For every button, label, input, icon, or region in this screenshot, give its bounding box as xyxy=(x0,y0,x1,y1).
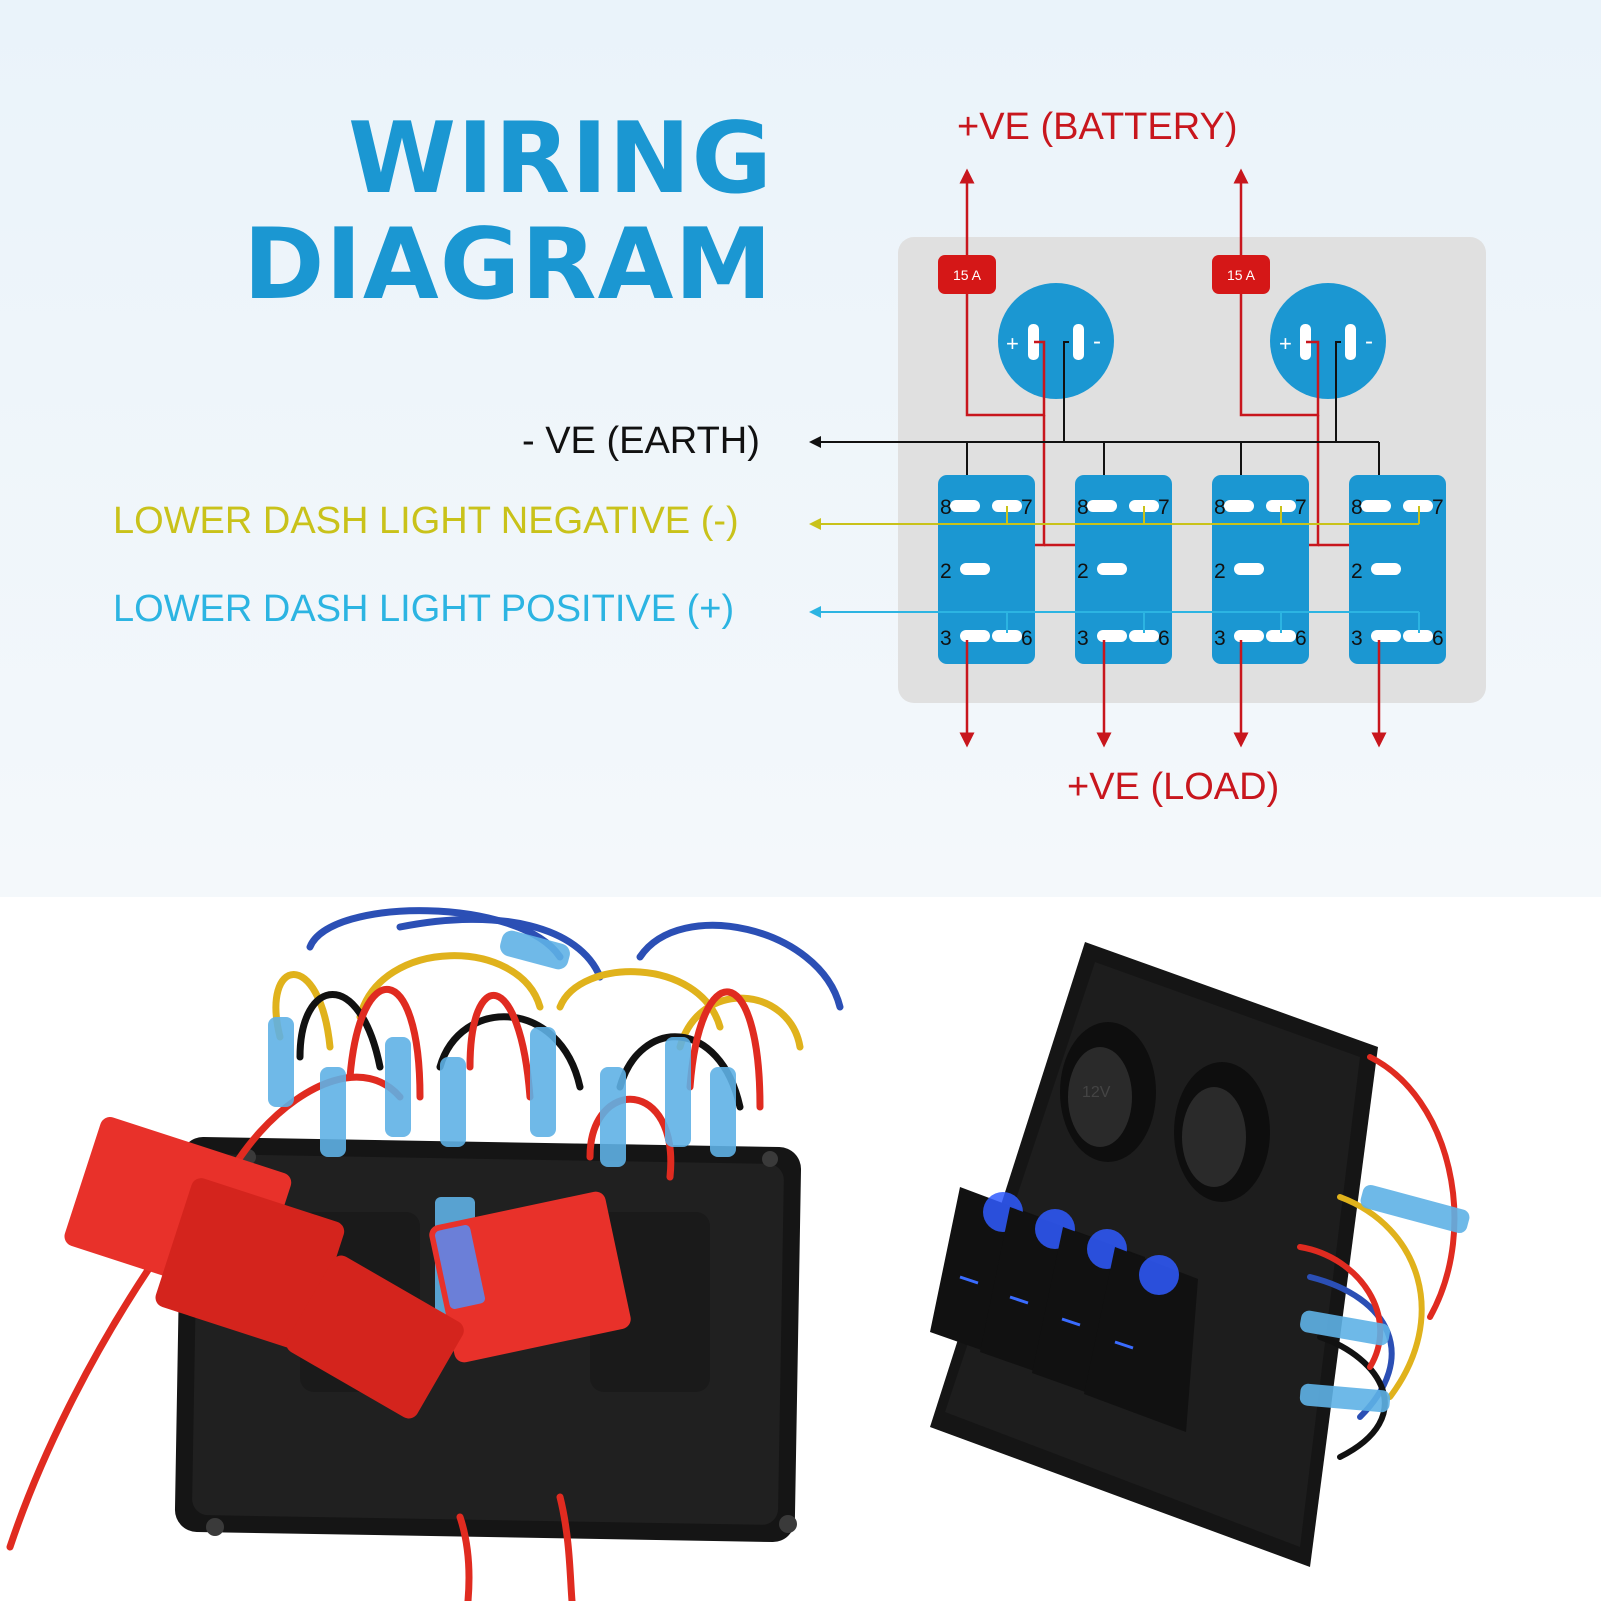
title-line-1: WIRING xyxy=(348,102,773,216)
socket-housing-right xyxy=(590,1212,710,1392)
switch-1: 8 7 2 3 6 xyxy=(938,475,1035,664)
switch-3-pin-7: 7 xyxy=(1295,496,1307,519)
rocker-switch-4 xyxy=(1084,1247,1198,1432)
switch-2: 8 7 2 3 6 xyxy=(1075,475,1172,664)
switch-1-pin-2: 2 xyxy=(940,560,952,583)
switch-3-pin-6: 6 xyxy=(1295,627,1307,650)
switch-3-pin-2: 2 xyxy=(1214,560,1226,583)
socket-1-plus: + xyxy=(1006,331,1019,356)
switch-4-pin-6: 6 xyxy=(1432,627,1444,650)
socket-1: + - xyxy=(998,283,1114,399)
switch-4-pin-7: 7 xyxy=(1432,496,1444,519)
fuse-holder-bottom xyxy=(286,1191,631,1419)
switch-4-pin-3: 3 xyxy=(1351,627,1363,650)
cigarette-socket: 12V xyxy=(1060,1022,1156,1162)
load-arrows xyxy=(959,640,1387,748)
load-label: +VE (LOAD) xyxy=(1067,766,1280,808)
wiring-schematic: + - + - 15 A 15 A xyxy=(809,168,1486,748)
diagram-section: WIRING DIAGRAM +VE (BATTERY) - VE (EARTH… xyxy=(0,0,1601,897)
dash-light-wiring xyxy=(809,506,1420,633)
switch-3: 8 7 2 3 6 xyxy=(1212,475,1309,664)
cigarette-socket-label: 12V xyxy=(1082,1084,1111,1101)
product-photos-section: 12V xyxy=(0,897,1601,1605)
socket-2-plus: + xyxy=(1279,331,1292,356)
socket-2-minus: - xyxy=(1365,328,1373,355)
switch-4: 8 7 2 3 6 xyxy=(1349,475,1446,664)
fuse-1-rating: 15 A xyxy=(953,267,982,283)
socket-1-minus: - xyxy=(1093,328,1101,355)
switch-2-pin-6: 6 xyxy=(1158,627,1170,650)
switch-1-pin-7: 7 xyxy=(1021,496,1033,519)
switch-4-pin-2: 2 xyxy=(1351,560,1363,583)
switch-2-pin-8: 8 xyxy=(1077,496,1089,519)
dash-negative-label: LOWER DASH LIGHT NEGATIVE (-) xyxy=(113,500,739,542)
usb-socket xyxy=(1174,1062,1270,1202)
switch-3-pin-8: 8 xyxy=(1214,496,1226,519)
rocker-switches xyxy=(930,1187,1198,1432)
battery-label: +VE (BATTERY) xyxy=(957,106,1238,148)
side-terminals xyxy=(1299,1184,1470,1413)
switch-1-pin-8: 8 xyxy=(940,496,952,519)
switch-1-pin-3: 3 xyxy=(940,627,952,650)
switch-1-pin-6: 6 xyxy=(1021,627,1033,650)
title-line-2: DIAGRAM xyxy=(243,208,773,322)
fuse-1: 15 A xyxy=(938,255,996,294)
earth-label: - VE (EARTH) xyxy=(522,420,760,462)
socket-2: + - xyxy=(1270,283,1386,399)
dash-positive-label: LOWER DASH LIGHT POSITIVE (+) xyxy=(113,588,735,630)
panel-front-photo: 12V xyxy=(930,942,1470,1567)
switch-2-pin-2: 2 xyxy=(1077,560,1089,583)
switch-2-pin-7: 7 xyxy=(1158,496,1170,519)
switch-2-pin-3: 3 xyxy=(1077,627,1089,650)
panel-rear-photo xyxy=(6,907,844,1605)
switch-4-pin-8: 8 xyxy=(1351,496,1363,519)
fuse-2-rating: 15 A xyxy=(1227,267,1256,283)
product-photos: 12V xyxy=(6,907,1470,1605)
switch-3-pin-3: 3 xyxy=(1214,627,1226,650)
fuse-holder-left xyxy=(64,1116,345,1351)
fuse-2: 15 A xyxy=(1212,255,1270,294)
